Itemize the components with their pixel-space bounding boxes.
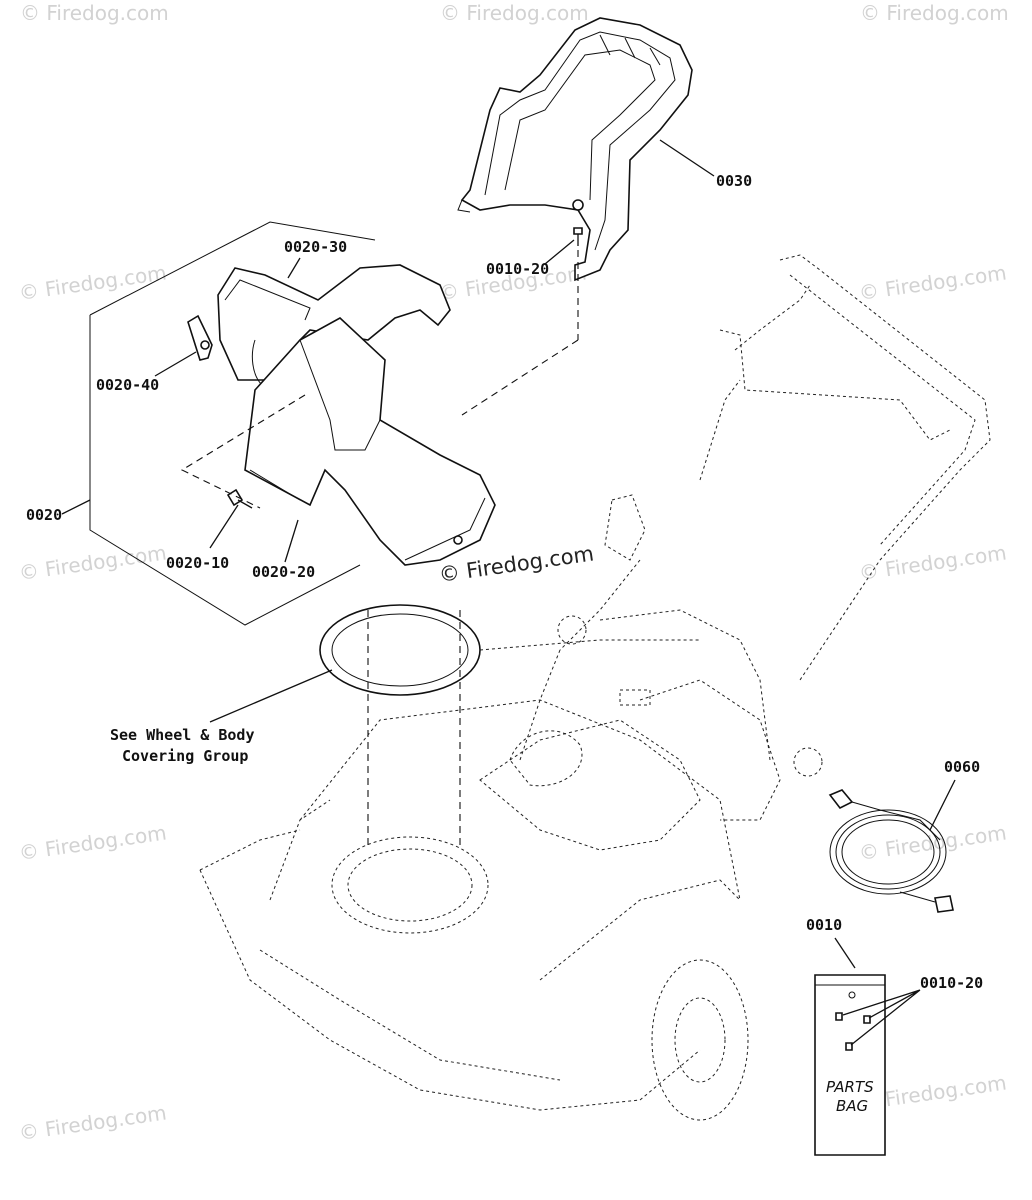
upper-handle-0030 xyxy=(457,17,693,282)
leader-0020-10 xyxy=(209,504,239,549)
leader-0010-20-top xyxy=(544,239,575,265)
chute-ring xyxy=(319,604,481,696)
watermark: © Firedog.com xyxy=(17,260,168,304)
parts-bag-label-2: BAG xyxy=(836,1097,868,1115)
watermark: © Firedog.com xyxy=(440,1,589,25)
alignment-line xyxy=(461,339,579,416)
bolt-0020-10 xyxy=(226,488,253,509)
leader-0020-20 xyxy=(284,519,299,563)
screw-0010-20-top xyxy=(573,227,583,246)
callout-0020-10: 0020-10 xyxy=(166,554,229,572)
chute-0020-20 xyxy=(244,317,496,566)
note-line-1: See Wheel & Body xyxy=(110,726,255,744)
leader-0020 xyxy=(61,499,91,515)
leader-0020-30 xyxy=(287,257,301,279)
leader-note xyxy=(209,669,333,723)
callout-0020-40: 0020-40 xyxy=(96,376,159,394)
watermark: © Firedog.com xyxy=(17,540,168,584)
callout-0010: 0010 xyxy=(806,916,842,934)
chute-assembly-box xyxy=(89,221,376,626)
watermark: © Firedog.com xyxy=(20,1,169,25)
callout-0010-20-bag: 0010-20 xyxy=(920,974,983,992)
snowblower-body xyxy=(199,254,991,1121)
watermark: © Firedog.com xyxy=(17,820,168,864)
callout-0020-30: 0020-30 xyxy=(284,238,347,256)
watermark: © Firedog.com xyxy=(860,1,1009,25)
callout-0020-20: 0020-20 xyxy=(252,563,315,581)
callout-0060: 0060 xyxy=(944,758,980,776)
leader-0030 xyxy=(659,139,715,177)
callout-0020: 0020 xyxy=(26,506,62,524)
watermark: © Firedog.com xyxy=(17,1100,168,1144)
leader-0010-20-bag xyxy=(842,989,921,1046)
clip-0020-40 xyxy=(187,314,213,361)
callout-0030: 0030 xyxy=(716,172,752,190)
leader-0010 xyxy=(834,937,856,969)
parts-bag-0010 xyxy=(814,974,886,1156)
watermark: © Firedog.com xyxy=(857,260,1008,304)
watermark: © Firedog.com xyxy=(857,540,1008,584)
leader-0020-40 xyxy=(154,351,197,377)
extension-cord-0060 xyxy=(828,789,954,913)
note-line-2: Covering Group xyxy=(122,747,248,765)
alignment-line xyxy=(180,394,306,509)
leader-0060 xyxy=(929,779,956,831)
callout-0010-20-top: 0010-20 xyxy=(486,260,549,278)
parts-bag-label-1: PARTS xyxy=(826,1078,874,1096)
